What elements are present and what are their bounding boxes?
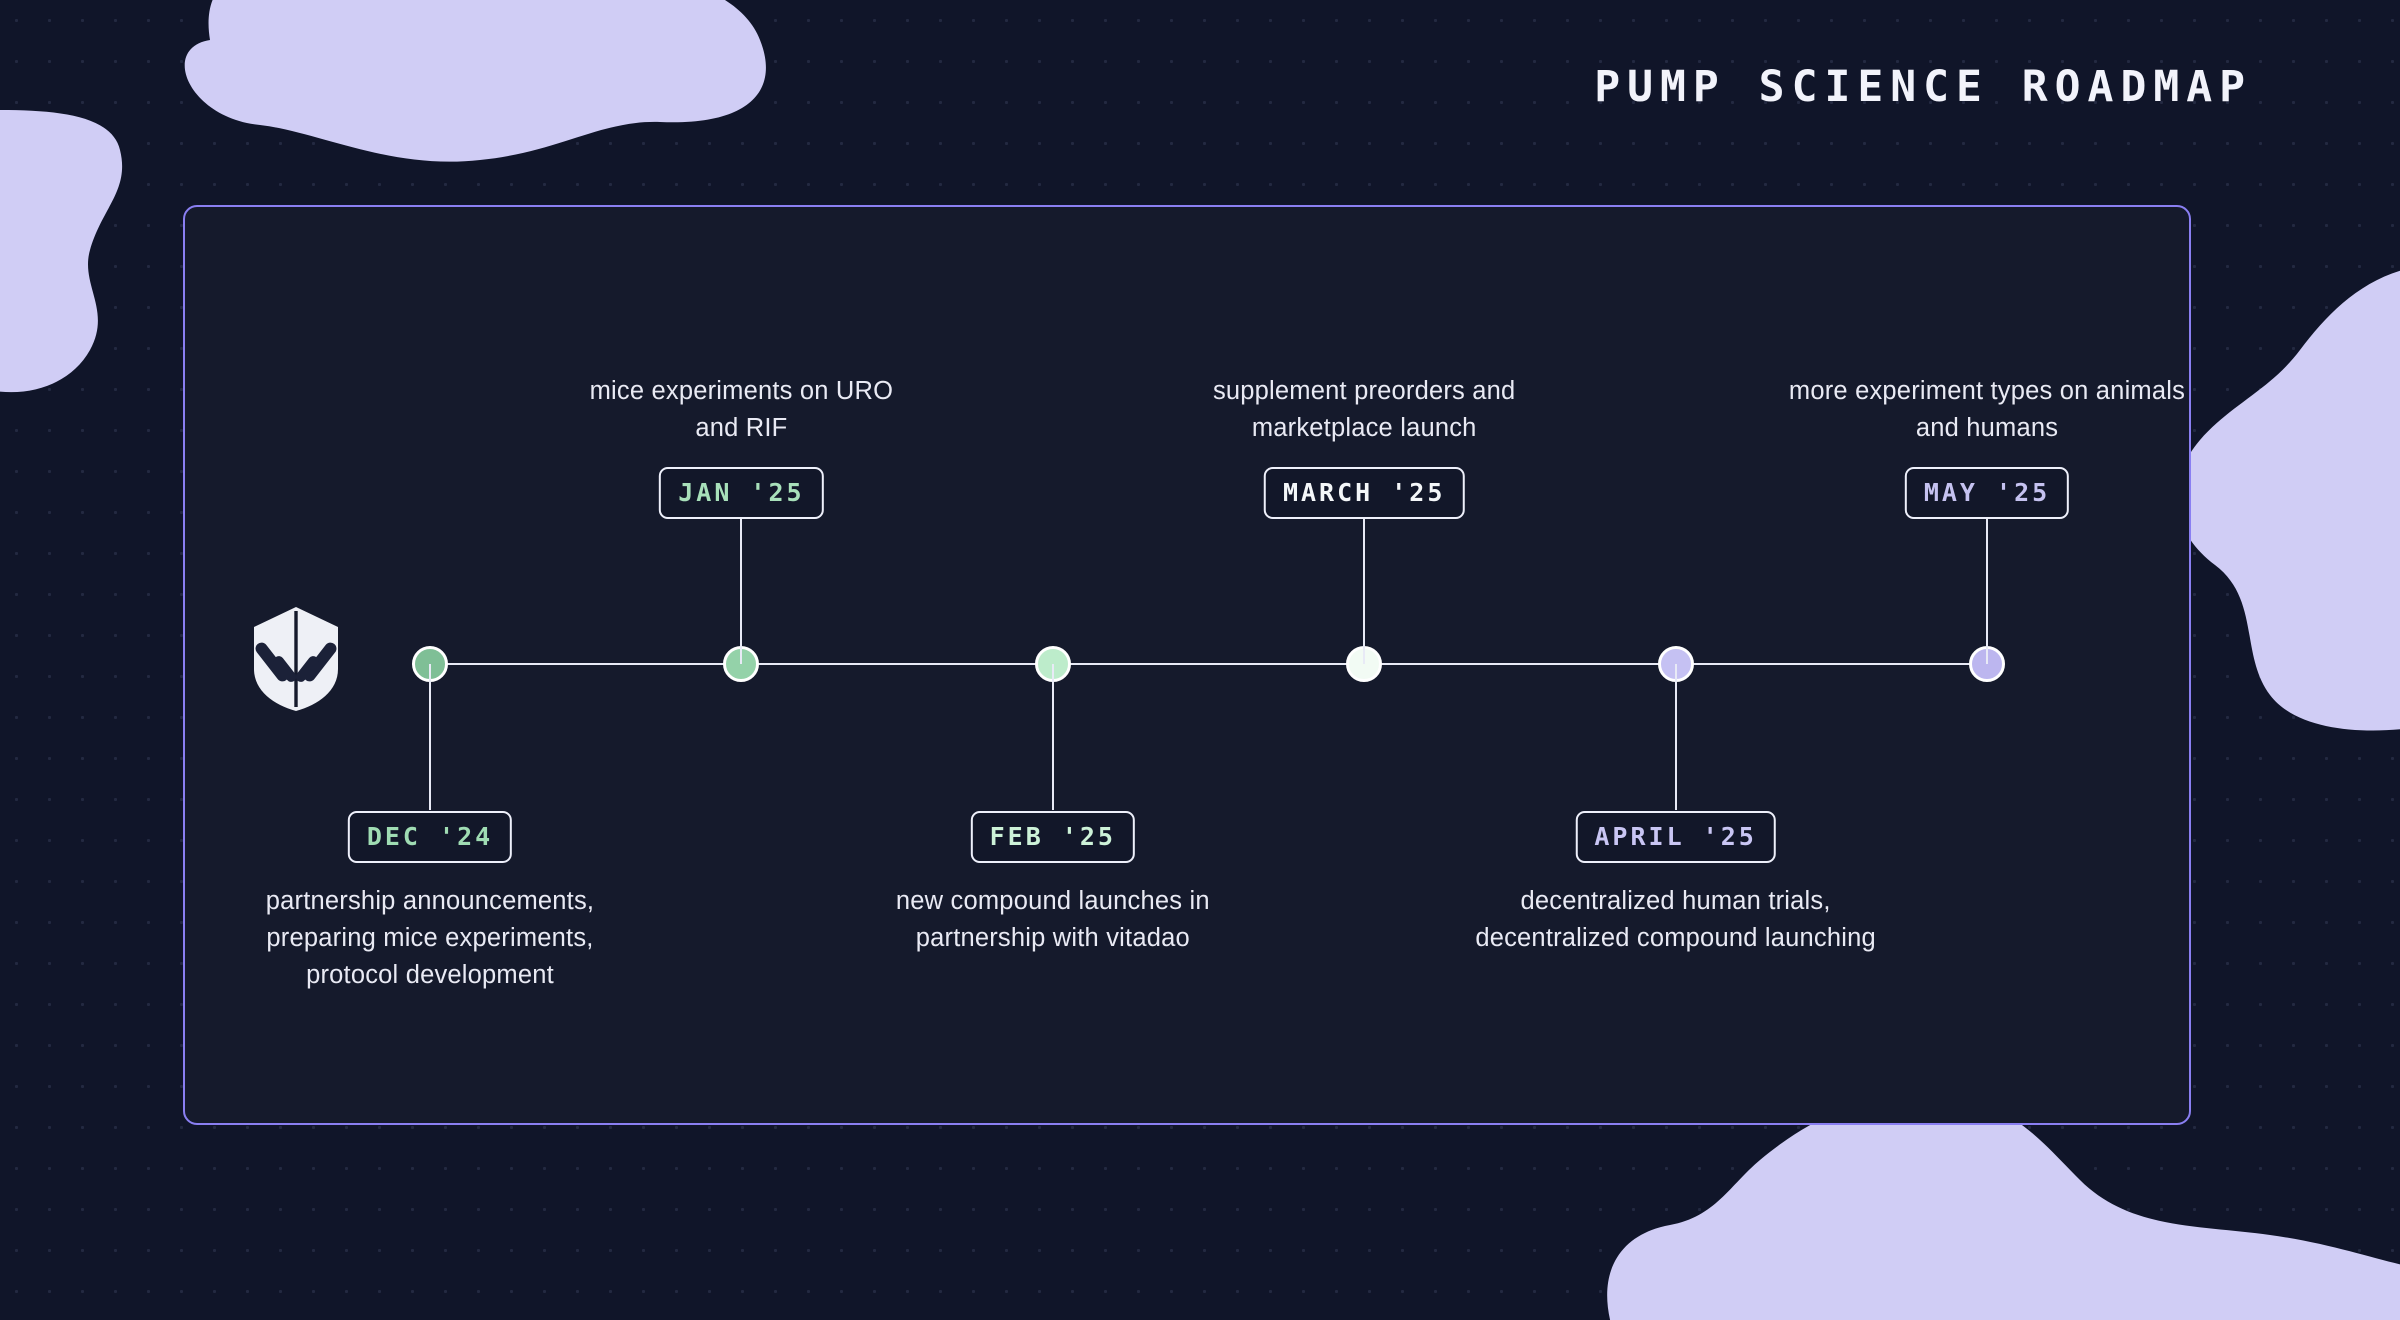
timeline-stem-dec-24 xyxy=(429,664,431,810)
page-title: PUMP SCIENCE ROADMAP xyxy=(1594,62,2252,112)
timeline-stem-march-25 xyxy=(1363,518,1366,664)
decorative-blob-left xyxy=(0,110,123,393)
milestone-description-may-25: more experiment types on animals and hum… xyxy=(1788,377,2186,442)
milestone-description-jan-25: mice experiments on URO and RIF xyxy=(589,377,894,442)
timeline-stem-feb-25 xyxy=(1051,664,1054,810)
date-badge-april-25[interactable]: APRIL '25 xyxy=(1575,811,1776,863)
timeline-stem-jan-25 xyxy=(740,518,743,664)
pump-science-shield-logo xyxy=(254,607,338,711)
timeline-axis xyxy=(430,663,1987,665)
milestone-description-feb-25: new compound launches in partnership wit… xyxy=(895,887,1210,952)
date-badge-march-25[interactable]: MARCH '25 xyxy=(1263,467,1465,519)
timeline-stem-may-25 xyxy=(1986,518,1988,664)
decorative-blob-top xyxy=(184,0,766,162)
roadmap-card xyxy=(183,205,2191,1125)
date-badge-dec-24[interactable]: DEC '24 xyxy=(347,811,513,863)
milestone-description-march-25: supplement preorders and marketplace lau… xyxy=(1212,377,1516,442)
date-badge-feb-25[interactable]: FEB '25 xyxy=(970,811,1135,863)
timeline-stem-april-25 xyxy=(1674,664,1677,810)
date-badge-may-25[interactable]: MAY '25 xyxy=(1904,467,2070,519)
milestone-description-dec-24: partnership announcements, preparing mic… xyxy=(265,887,595,989)
date-badge-jan-25[interactable]: JAN '25 xyxy=(659,467,824,519)
milestone-description-april-25: decentralized human trials, decentralize… xyxy=(1475,887,1876,952)
